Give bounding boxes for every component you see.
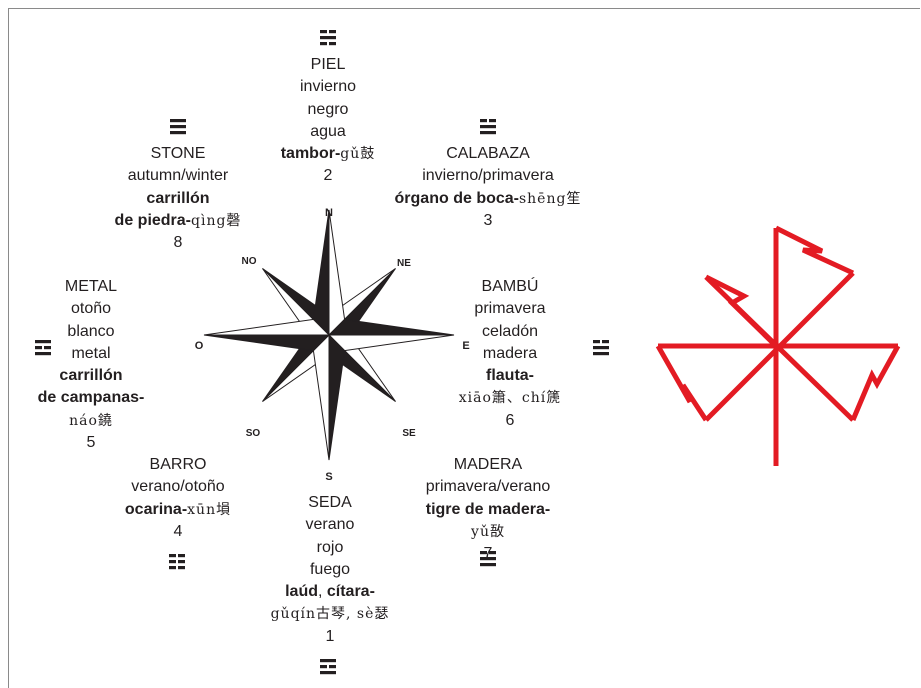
trigram-line: [170, 125, 186, 128]
metal-instrument-line2: de campanas-: [11, 387, 171, 409]
bambu-element: madera: [430, 343, 590, 365]
stone-number: 8: [88, 232, 268, 254]
seda-season: verano: [220, 514, 440, 536]
seda-number: 1: [220, 626, 440, 648]
trigram-line: [169, 560, 176, 563]
trigram-icon-stone: [168, 117, 188, 135]
trigram-line: [170, 131, 186, 134]
trigram-icon-piel: [318, 28, 338, 46]
seda-name: SEDA: [220, 492, 440, 514]
block-calabaza: CALABAZA invierno/primavera órgano de bo…: [368, 143, 608, 232]
madera-name: MADERA: [378, 454, 598, 476]
block-seda: SEDA verano rojo fuego laúd, cítara- gǔq…: [220, 492, 440, 648]
calabaza-instrument: órgano de boca-shēng笙: [368, 188, 608, 210]
trigram-line: [169, 566, 176, 569]
barro-name: BARRO: [88, 454, 268, 476]
trigram-line: [480, 131, 496, 134]
trigram-line: [480, 563, 496, 566]
piel-element: agua: [228, 121, 428, 143]
bambu-instrument: flauta-: [430, 365, 590, 387]
trigram-line: [480, 125, 496, 128]
metal-instrument-line1: carrillón: [11, 365, 171, 387]
trigram-line: [178, 554, 185, 557]
trigram-line: [320, 42, 327, 45]
metal-name: METAL: [11, 276, 171, 298]
bambu-number: 6: [430, 410, 590, 432]
trigram-line: [169, 554, 176, 557]
stone-name: STONE: [88, 143, 268, 165]
bambu-name: BAMBÚ: [430, 276, 590, 298]
metal-element: metal: [11, 343, 171, 365]
stone-instrument-line2: de piedra-qìng磬: [88, 210, 268, 232]
trigram-line: [602, 340, 609, 343]
trigram-line: [320, 30, 327, 33]
block-bambu: BAMBÚ primavera celadón madera flauta- x…: [430, 276, 590, 432]
metal-number: 5: [11, 432, 171, 454]
trigram-line: [593, 352, 609, 355]
trigram-icon-seda: [318, 657, 338, 675]
trigram-line: [329, 30, 336, 33]
trigram-icon-bambu: [591, 338, 611, 356]
metal-color: blanco: [11, 321, 171, 343]
trigram-icon-barro: [167, 552, 187, 570]
trigram-line: [480, 119, 487, 122]
trigram-line: [329, 665, 336, 668]
piel-color: negro: [228, 99, 428, 121]
seda-element: fuego: [220, 559, 440, 581]
trigram-line: [489, 551, 496, 554]
calabaza-season: invierno/primavera: [368, 165, 608, 187]
trigram-line: [489, 119, 496, 122]
seda-romanization: gǔqín古琴, sè瑟: [220, 603, 440, 625]
trigram-icon-madera: [478, 549, 498, 567]
block-metal: METAL otoño blanco metal carrillón de ca…: [11, 276, 171, 454]
trigram-icon-calabaza: [478, 117, 498, 135]
trigram-line: [320, 671, 336, 674]
trigram-line: [320, 36, 336, 39]
bambu-season: primavera: [430, 298, 590, 320]
block-stone: STONE autumn/winter carrillón de piedra-…: [88, 143, 268, 254]
trigram-line: [170, 119, 186, 122]
calabaza-number: 3: [368, 210, 608, 232]
seda-instrument: laúd, cítara-: [220, 581, 440, 603]
calabaza-name: CALABAZA: [368, 143, 608, 165]
piel-name: PIEL: [228, 54, 428, 76]
trigram-line: [320, 665, 327, 668]
trigram-line: [329, 42, 336, 45]
piel-season: invierno: [228, 76, 428, 98]
bambu-romanization: xiāo簫、chí篪: [430, 387, 590, 409]
trigram-line: [480, 551, 487, 554]
metal-romanization: náo鐃: [11, 410, 171, 432]
stone-instrument-line1: carrillón: [88, 188, 268, 210]
trigram-line: [178, 566, 185, 569]
trigram-line: [593, 346, 609, 349]
seda-color: rojo: [220, 537, 440, 559]
trigram-line: [480, 557, 496, 560]
trigram-line: [593, 340, 600, 343]
trigram-line: [178, 560, 185, 563]
trigram-line: [320, 659, 336, 662]
stone-season: autumn/winter: [88, 165, 268, 187]
bambu-color: celadón: [430, 321, 590, 343]
metal-season: otoño: [11, 298, 171, 320]
